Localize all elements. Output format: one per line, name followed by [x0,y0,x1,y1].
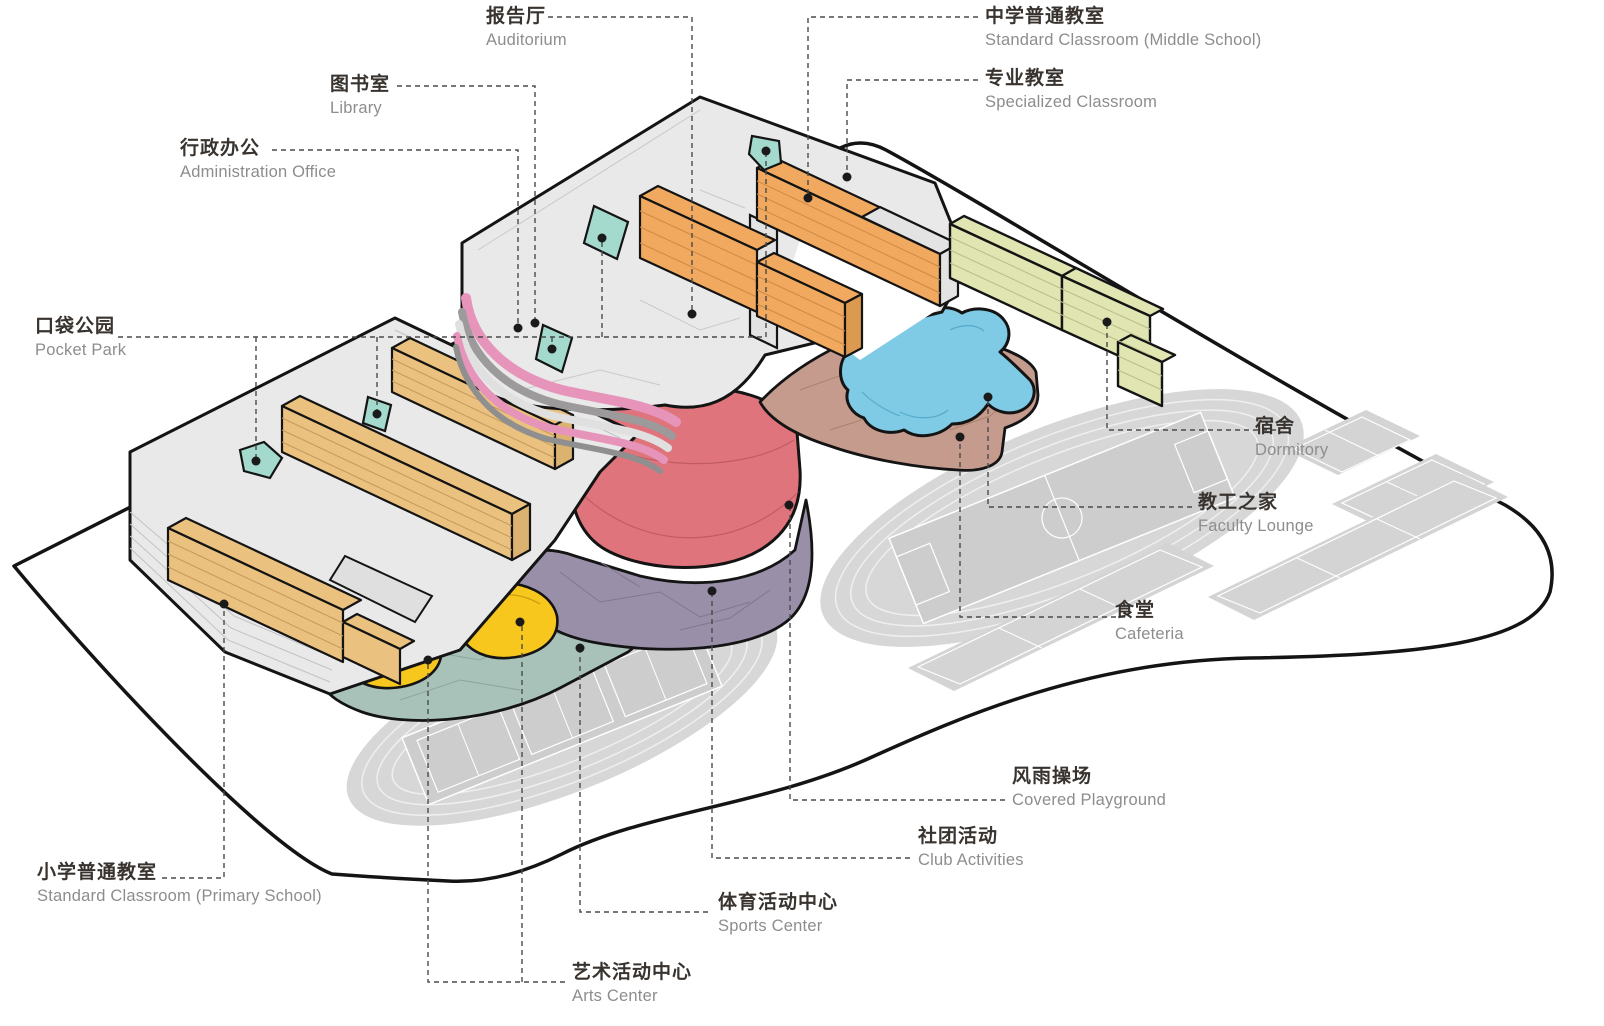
label-arts-center: 艺术活动中心 Arts Center [572,962,693,1005]
stripe-pink-upper [461,293,681,427]
leader-auditorium [548,16,693,314]
label-primary-school: 小学普通教室 Standard Classroom (Primary Schoo… [37,862,322,905]
label-faculty-lounge: 教工之家 Faculty Lounge [1198,492,1314,535]
leader-dormitory [1106,322,1276,431]
label-sports-center: 体育活动中心 Sports Center [718,892,839,935]
label-library: 图书室 Library [330,74,391,117]
primary-classroom-bar-c [166,516,416,686]
primary-walkway [328,554,434,624]
running-track-right [820,389,1304,647]
leader-club-activities [711,591,910,859]
stripe-light [455,320,672,452]
leader-administration [272,149,519,328]
leader-middle-school [807,16,978,198]
dormitory-building [948,214,1177,408]
label-auditorium-en: Auditorium [486,30,567,49]
label-middle-school: 中学普通教室 Standard Classroom (Middle School… [985,6,1262,49]
court-block-tennis [1332,454,1494,532]
primary-classroom-bar-b [280,394,532,562]
label-cafeteria: 食堂 Cafeteria [1115,600,1184,643]
label-specialized: 专业教室 Specialized Classroom [985,68,1158,111]
leader-dots [219,146,1112,665]
leader-lines [118,16,1276,983]
leader-library [397,85,536,323]
leader-sports-center [579,648,708,913]
label-administration: 行政办公 Administration Office [180,138,337,181]
middle-school-complex [453,95,970,474]
stripe-pink-lower [453,332,668,464]
label-pocket-park: 口袋公园 Pocket Park [35,316,127,359]
court-strip-basketball-1 [1208,474,1508,620]
label-dormitory: 宿舍 Dormitory [1255,416,1329,459]
leader-specialized [846,79,978,177]
pocket-park-pavilion-1 [238,440,284,480]
stripe-dark [453,344,663,474]
pocket-park-pavilion-3 [582,204,630,261]
label-covered-playground: 风雨操场 Covered Playground [1012,766,1167,809]
leader-faculty-lounge [987,397,1192,508]
leader-arts-center [427,660,565,983]
club-activities-building [506,498,814,651]
label-auditorium-cn: 报告厅 [486,6,547,27]
label-club-activities: 社团活动 Club Activities [918,826,1024,869]
leader-cafeteria [959,437,1125,618]
stripe-gray [458,308,676,440]
middle-classroom-bar-center [638,184,864,359]
label-auditorium: 报告厅 Auditorium [486,6,567,50]
leader-primary-school [162,604,225,879]
